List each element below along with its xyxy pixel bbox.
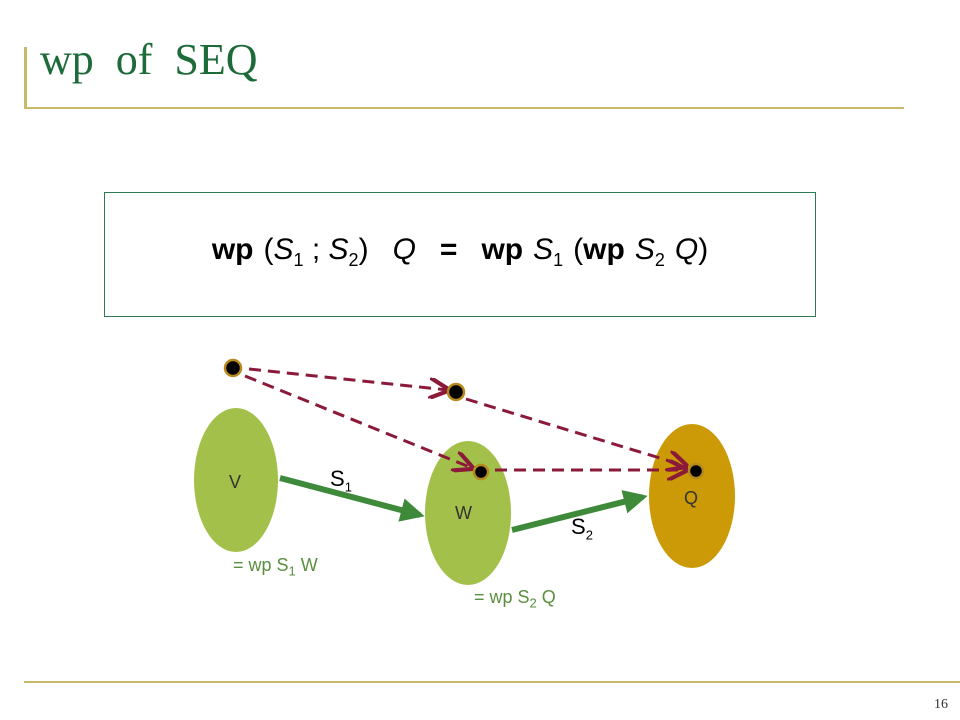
dashed-arrow-mid-to-q: [465, 397, 686, 466]
formula-rhs-q: Q: [674, 233, 699, 266]
formula-rhs-s1: S: [533, 233, 554, 266]
formula-rhs-wp1: wp: [481, 233, 524, 266]
formula-lhs-open: (: [263, 233, 274, 266]
s1-label: S1: [330, 466, 352, 495]
dashed-arrow-top: [248, 367, 448, 390]
formula-equals: =: [439, 233, 458, 266]
set-q-label: Q: [684, 488, 699, 508]
footer-rule: [24, 681, 960, 683]
set-w-label: W: [455, 503, 472, 523]
formula-rhs-close: ): [698, 233, 709, 266]
formula-lhs-wp: wp: [211, 233, 254, 266]
s2-arrow: [511, 490, 648, 533]
title-accent-vertical: [24, 47, 27, 109]
dashed-arrow-to-w: [244, 374, 472, 468]
set-w-ellipse: [425, 441, 511, 585]
formula-rhs-s1-sub: 1: [553, 250, 564, 270]
formula-rhs-wp2: wp: [583, 233, 625, 266]
wp-s1-annotation: = wp S1 W: [233, 555, 318, 579]
state-point-q: [687, 462, 705, 480]
formula-rhs-s2: S: [634, 233, 655, 266]
set-v-ellipse: [194, 408, 278, 552]
formula-rhs-s2-sub: 2: [654, 250, 665, 270]
state-point-middle: [446, 382, 466, 402]
page-number: 16: [934, 697, 948, 712]
formula-s1-sub: 1: [293, 250, 304, 270]
formula-semicolon: ;: [303, 233, 329, 266]
formula-rhs-open: (: [573, 233, 584, 266]
formula-s2: S: [328, 233, 349, 266]
formula-q: Q: [392, 233, 416, 266]
slide-title: wp of SEQ: [40, 35, 258, 84]
formula-lhs-close: ): [358, 233, 369, 266]
state-point-start: [223, 358, 243, 378]
state-point-w: [472, 463, 490, 481]
set-v-label: V: [229, 472, 242, 492]
s1-arrow: [279, 475, 425, 522]
wp-s2-annotation: = wp S2 Q: [474, 587, 556, 611]
title-accent-horizontal: [24, 107, 904, 109]
formula-s1: S: [273, 233, 294, 266]
formula-s2-sub: 2: [348, 250, 359, 270]
s2-label: S2: [571, 514, 593, 543]
